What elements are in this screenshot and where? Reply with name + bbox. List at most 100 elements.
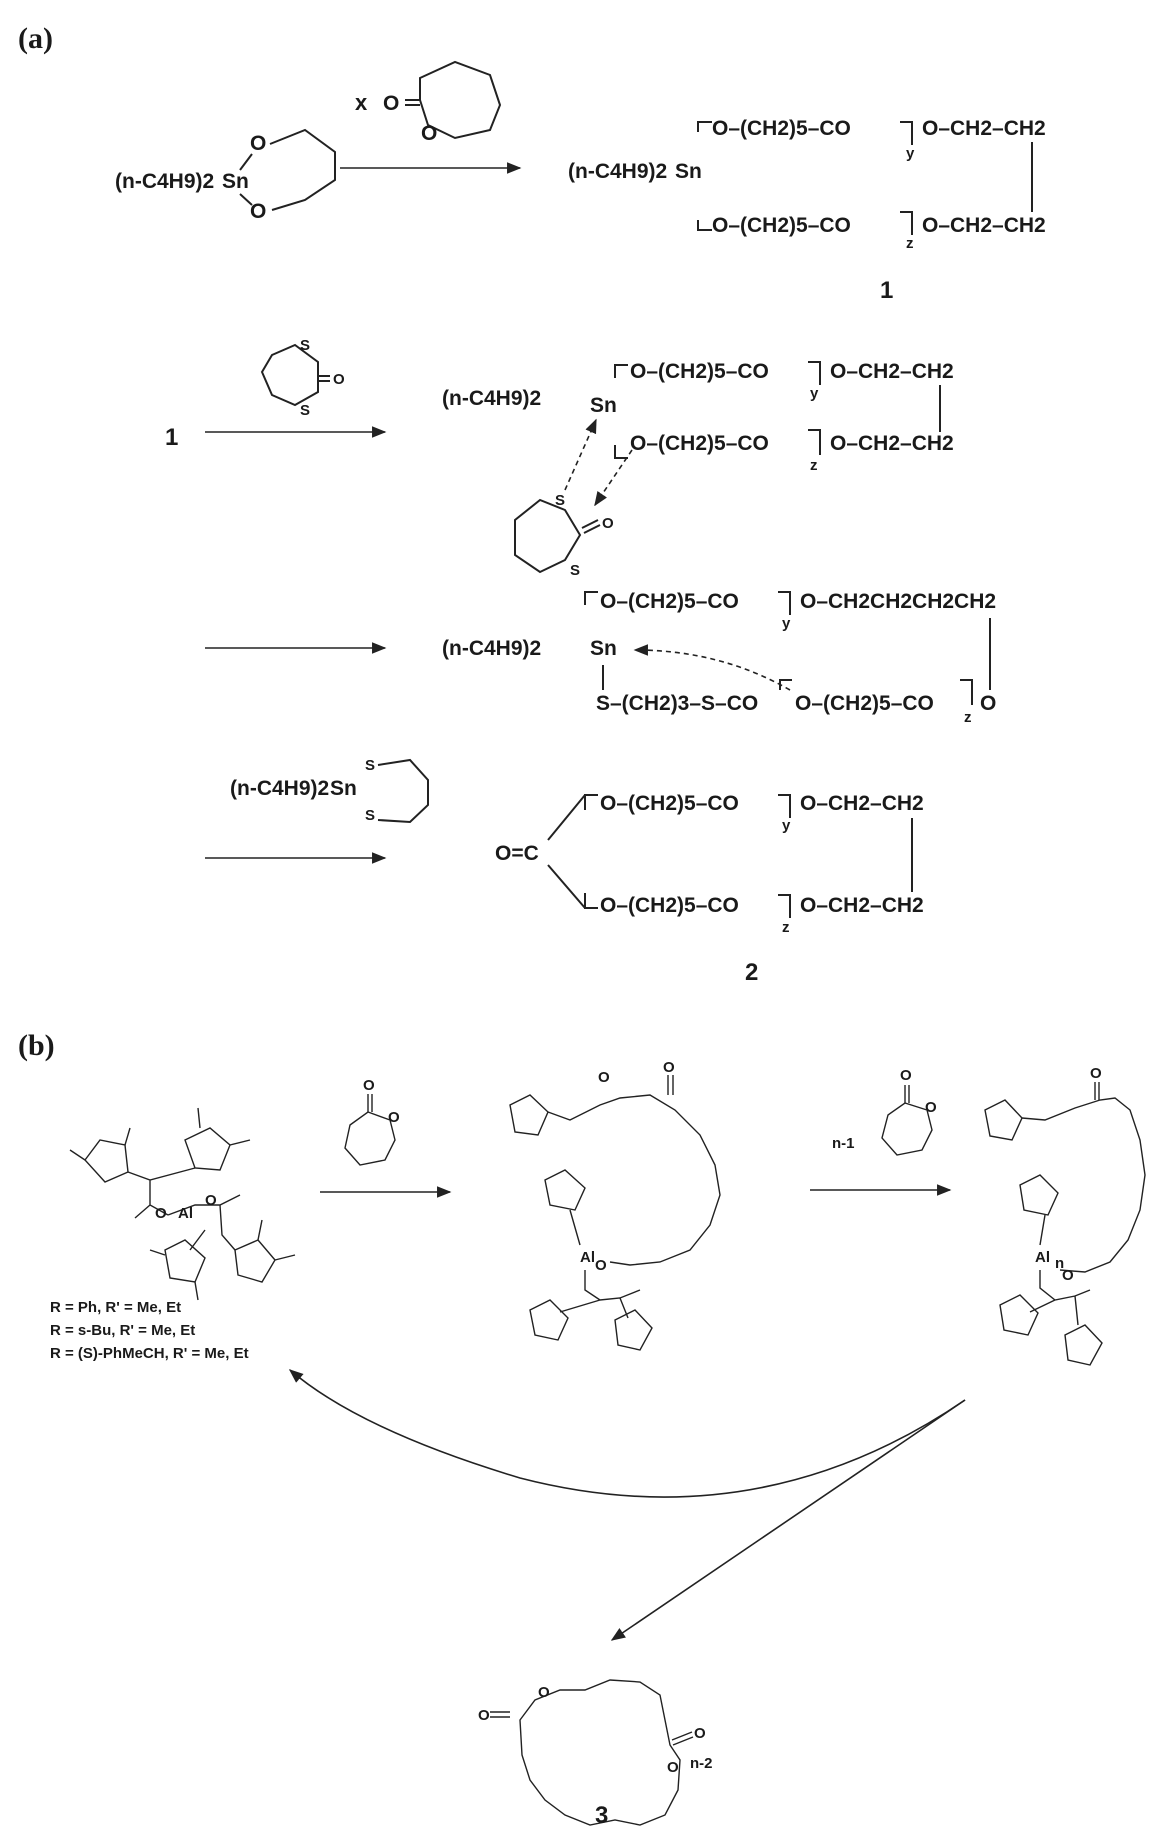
sulfur-label: S <box>300 402 310 419</box>
tin-atom-label: Sn <box>675 160 702 183</box>
panel-label-b: (b) <box>18 1029 55 1062</box>
ester-oxygen-label: O <box>538 1684 550 1701</box>
propagating-al-species: O Al n O <box>984 1065 1146 1366</box>
ester-oxygen-label: O <box>925 1099 937 1116</box>
carbonyl-double-bond <box>367 1094 373 1112</box>
upper-chain-end: O–CH2–CH2 <box>800 792 924 815</box>
pyrazole-rings <box>509 1094 653 1351</box>
caprolactone-ring <box>881 1102 933 1156</box>
close-bracket-y <box>900 121 913 145</box>
caprolactone-ring <box>419 60 502 140</box>
sulfur-label: S <box>300 337 310 354</box>
tin-substituent-label: (n-C4H9)2 <box>230 777 329 800</box>
product-release-arrow <box>610 1399 966 1641</box>
carbonyl-carbon-label: O=C <box>495 842 539 865</box>
tin-substituent-label: (n-C4H9)2 <box>568 160 667 183</box>
index-y-label: y <box>782 615 791 632</box>
carbonyl-double-bond <box>904 1085 910 1103</box>
sulfur-label: S <box>570 562 580 579</box>
caprolactone-ring <box>344 1111 396 1166</box>
carbonyl-double-bond <box>318 375 330 382</box>
open-bracket <box>697 121 712 231</box>
legend-line-2: R = s-Bu, R' = Me, Et <box>50 1322 195 1339</box>
index-z-label: z <box>810 457 818 474</box>
open-bracket <box>584 591 598 605</box>
dithiocarbonate-reagent: S S O <box>260 337 345 419</box>
o-to-carbonyl-attack <box>594 449 633 507</box>
lower-bracket <box>779 679 973 705</box>
caprolactone-reagent: O O <box>383 60 502 145</box>
al-center-label: Al <box>580 1249 595 1266</box>
tin-substituent-label: (n-C4H9)2 <box>442 637 541 660</box>
lower-repeat-unit: O–(CH2)5–CO <box>630 432 769 455</box>
ester-oxygen-label: O <box>388 1109 400 1126</box>
open-bracket <box>614 364 628 459</box>
al-oxygen-label: O <box>155 1205 167 1222</box>
carbonyl-oxygen-label: O <box>383 92 399 115</box>
carbonyl-oxygen-label: O <box>694 1725 706 1742</box>
close-bracket-y <box>808 361 821 385</box>
equivalents-x-label: x <box>355 90 368 115</box>
carbonate-bonds <box>547 794 586 909</box>
lower-chain-end: O–CH2–CH2 <box>800 894 924 917</box>
close-bracket-z <box>808 429 821 455</box>
tin-atom-label: Sn <box>590 637 617 660</box>
carbonyl-oxygen-label: O <box>663 1059 675 1076</box>
ring-oxygen-label: O <box>250 200 266 223</box>
upper-repeat-unit: O–(CH2)5–CO <box>600 590 739 613</box>
pyrazole-rings <box>984 1099 1103 1366</box>
lower-repeat-unit: O–(CH2)5–CO <box>795 692 934 715</box>
substituent-legend: R = Ph, R' = Me, Et R = s-Bu, R' = Me, E… <box>50 1299 249 1362</box>
sulfur-label: S <box>365 807 375 824</box>
ester-oxygen-label: O <box>667 1759 679 1776</box>
index-z-label: z <box>906 235 914 252</box>
macrocycle-ring <box>519 1679 681 1826</box>
dithiane-ring <box>260 343 319 407</box>
panel-label-a: (a) <box>18 22 53 55</box>
n-minus-1-label: n-1 <box>832 1135 855 1152</box>
carbonyl-oxygen-label: O <box>333 371 345 388</box>
close-bracket-y <box>778 794 791 818</box>
dithiastannane-ring <box>377 758 429 824</box>
index-y-label: y <box>810 385 819 402</box>
legend-line-3: R = (S)-PhMeCH, R' = Me, Et <box>50 1345 249 1362</box>
ring-opened-intermediate: (n-C4H9)2 Sn O–(CH2)5–CO y O–CH2CH2CH2CH… <box>442 590 996 726</box>
pyrazole-rings <box>84 1127 276 1283</box>
catalyst-regeneration-arrow <box>288 1369 966 1498</box>
upper-chain-end: O–CH2–CH2 <box>830 360 954 383</box>
lower-chain-end: O–CH2–CH2 <box>830 432 954 455</box>
sulfur-label: S <box>365 757 375 774</box>
al-oxygen-label: O <box>205 1192 217 1209</box>
dioxastannepane-ring <box>239 128 336 211</box>
close-bracket-z <box>778 894 791 918</box>
carbonyl-double-bond <box>405 99 420 106</box>
tin-atom-label: Sn <box>330 777 357 800</box>
al-center-label: Al <box>178 1205 193 1222</box>
index-z-label: z <box>964 709 972 726</box>
dithiastannane-reagent: (n-C4H9)2 Sn S S <box>230 757 429 824</box>
tin-atom-label: Sn <box>222 170 249 193</box>
upper-chain-end: O–CH2CH2CH2CH2 <box>800 590 996 613</box>
carbonyl-double-bond <box>667 1075 674 1095</box>
carbonyl-double-bond <box>581 519 601 534</box>
carbonyl-oxygen-label: O <box>1090 1065 1102 1082</box>
al-center-label: Al <box>1035 1249 1050 1266</box>
ligand-backbone <box>127 1167 241 1251</box>
macrocycle-chain <box>547 1094 721 1266</box>
carbonyl-oxygen-label: O <box>602 515 614 532</box>
coordinated-dithiane-ring <box>514 498 582 574</box>
macrocyclic-tin-product-1: (n-C4H9)2 Sn O–(CH2)5–CO y O–CH2–CH2 O–(… <box>568 117 1046 252</box>
caprolactone-reagent-b: O O <box>344 1077 400 1166</box>
lower-repeat-unit: O–(CH2)5–CO <box>600 894 739 917</box>
sulfur-label: S <box>555 492 565 509</box>
thioester-chain: S–(CH2)3–S–CO <box>596 692 758 715</box>
upper-repeat-unit: O–(CH2)5–CO <box>600 792 739 815</box>
open-bracket <box>584 794 598 909</box>
compound-label-3: 3 <box>595 1802 608 1829</box>
compound-label-1: 1 <box>880 277 893 304</box>
thiolate-back-attack <box>633 644 791 691</box>
nitrogen-r-label: O <box>598 1069 610 1086</box>
carbonyl-double-bond <box>1094 1082 1100 1100</box>
caprolactone-reagent-b2: n-1 O O <box>832 1067 937 1156</box>
